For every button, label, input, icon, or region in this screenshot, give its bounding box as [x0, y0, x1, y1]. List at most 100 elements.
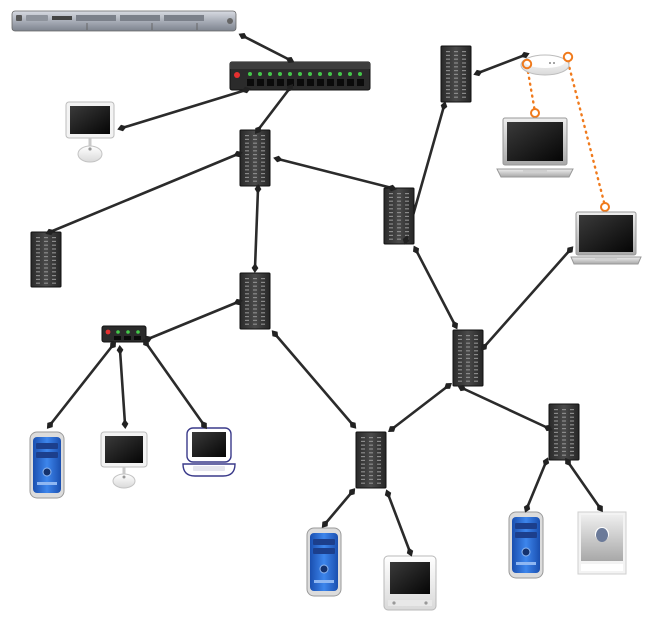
vent-slot — [462, 70, 466, 72]
link-endpoint-diamond — [412, 245, 420, 255]
vent-slot — [245, 319, 249, 321]
vent-slot — [570, 412, 574, 414]
vent-slot — [474, 338, 478, 340]
vent-slot — [446, 92, 450, 94]
vent-slot — [397, 208, 401, 210]
vent-slot — [562, 424, 566, 426]
vent-slot — [554, 447, 558, 449]
switch-port — [287, 79, 294, 86]
vent-slot — [36, 259, 40, 261]
vent-slot — [397, 212, 401, 214]
vent-slot — [253, 312, 257, 314]
vent-slot — [44, 248, 48, 250]
link-endpoint-diamond — [285, 56, 295, 64]
vent-slot — [570, 443, 574, 445]
link-endpoint-diamond — [565, 457, 571, 467]
vent-slot — [554, 435, 558, 437]
vent-slot — [261, 150, 265, 152]
vent-slot — [397, 219, 401, 221]
power-mac-icon — [29, 431, 65, 499]
vent-slot — [261, 180, 265, 182]
server-tower-icon — [239, 129, 271, 187]
vent-slot — [361, 452, 365, 454]
link-endpoint-diamond — [116, 345, 124, 355]
vent-slot — [397, 223, 401, 225]
vent-slot — [245, 169, 249, 171]
vent-slot — [377, 437, 381, 439]
vent-slot — [245, 165, 249, 167]
vent-slot — [397, 193, 401, 195]
vent-slot — [554, 428, 558, 430]
vent-slot — [253, 169, 257, 171]
vent-slot — [52, 244, 56, 246]
vent-slot — [562, 428, 566, 430]
vent-slot — [462, 73, 466, 75]
vent-slot — [44, 244, 48, 246]
vent-slot — [554, 439, 558, 441]
link-endpoint-diamond — [143, 338, 149, 348]
vent-slot — [405, 196, 409, 198]
vent-slot — [446, 77, 450, 79]
vent-slot — [36, 256, 40, 258]
vent-slot — [554, 424, 558, 426]
vent-slot — [36, 248, 40, 250]
vent-slot — [446, 81, 450, 83]
vent-slot — [261, 285, 265, 287]
network-links — [48, 34, 607, 554]
vent-slot — [389, 193, 393, 195]
vent-slot — [245, 289, 249, 291]
link-hub-to-imac — [118, 348, 127, 426]
vent-slot — [466, 335, 470, 337]
vent-slot — [474, 350, 478, 352]
vent-slot — [261, 319, 265, 321]
link-endpoint-diamond — [402, 235, 410, 245]
vent-slot — [570, 431, 574, 433]
vent-slot — [369, 437, 373, 439]
vent-slot — [245, 316, 249, 318]
vent-slot — [369, 448, 373, 450]
vent-slot — [462, 77, 466, 79]
vent-slot — [554, 412, 558, 414]
rack-server-icon — [11, 10, 237, 32]
vent-slot — [446, 62, 450, 64]
vent-slot — [245, 281, 249, 283]
vent-slot — [405, 204, 409, 206]
vent-slot — [261, 297, 265, 299]
vent-slot — [253, 293, 257, 295]
vent-slot — [554, 454, 558, 456]
vent-slot — [361, 456, 365, 458]
vent-slot — [253, 285, 257, 287]
network-switch-icon — [229, 61, 371, 91]
link-mid-to-hub-small — [146, 300, 240, 341]
cube-computer-icon — [577, 511, 627, 575]
vent-slot — [369, 440, 373, 442]
vent-slot — [466, 361, 470, 363]
link-right-top-to-base — [476, 53, 527, 75]
power-mac-icon — [306, 527, 342, 597]
vent-slot — [446, 96, 450, 98]
vent-slot — [466, 369, 470, 371]
link-endpoint-diamond — [273, 155, 283, 163]
server-tower-icon — [383, 187, 415, 245]
vent-slot — [261, 308, 265, 310]
vent-slot — [389, 231, 393, 233]
vent-slot — [369, 475, 373, 477]
vent-slot — [466, 357, 470, 359]
vent-slot — [562, 454, 566, 456]
link-endpoint-diamond — [109, 341, 117, 349]
vent-slot — [253, 319, 257, 321]
vent-slot — [36, 252, 40, 254]
vent-slot — [361, 444, 365, 446]
vent-slot — [253, 316, 257, 318]
vent-slot — [369, 444, 373, 446]
vent-slot — [405, 231, 409, 233]
vent-slot — [562, 412, 566, 414]
vent-slot — [474, 361, 478, 363]
link-switch-to-tower-central — [256, 86, 292, 132]
vent-slot — [458, 369, 462, 371]
server-tower-icon — [30, 231, 62, 288]
link-bottom-right-to-powermac — [525, 460, 548, 510]
link-hub-right-to-bottom-mid — [390, 384, 450, 431]
vent-slot — [562, 435, 566, 437]
vent-slot — [554, 416, 558, 418]
